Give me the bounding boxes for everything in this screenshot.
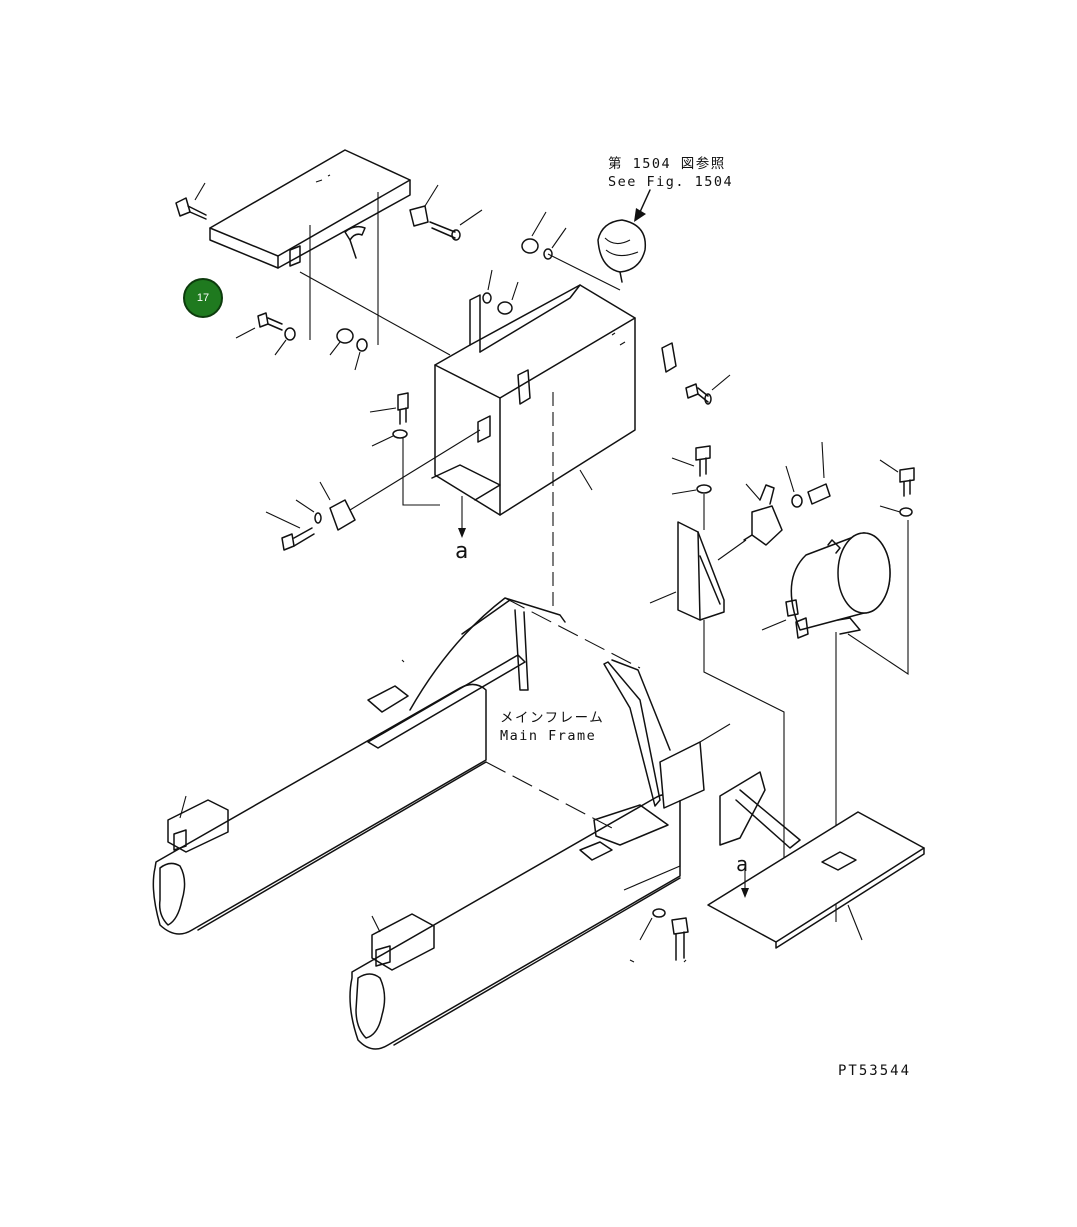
box-nuts-and-washers [482,211,621,315]
cover-bolt-right [409,184,483,241]
floor-plate [707,811,925,949]
lamp-assembly [597,189,651,283]
valve [717,441,831,561]
view-marker-a: a [455,539,469,564]
drawing-number: PT53544 [838,1063,912,1079]
cover-bolt-left [175,182,207,220]
battery-box-cover [209,149,411,269]
floor-plate-bolt [623,800,689,963]
air-tank [761,520,909,922]
main-frame-label-ja: メインフレーム [500,710,605,726]
bracket-plate [649,521,725,621]
view-arrow-a [458,496,466,538]
main-frame-label-en: Main Frame [500,728,597,744]
hinge-guide-lines [299,192,451,356]
box-side-bolt [685,374,731,405]
hinge-bolts-lower [235,312,368,371]
box-front-bolt [369,392,440,506]
tank-bolt [879,459,915,517]
clamp-bracket [265,429,481,551]
battery-box [431,284,677,516]
bracket-bolt [671,445,785,922]
view-marker-a-2: a [736,852,749,876]
reference-label-en: See Fig. 1504 [608,174,734,190]
part-callout-17[interactable]: 17 [183,278,223,318]
main-frame [152,597,801,1050]
reference-label-ja: 第 1504 図参照 [608,156,726,172]
